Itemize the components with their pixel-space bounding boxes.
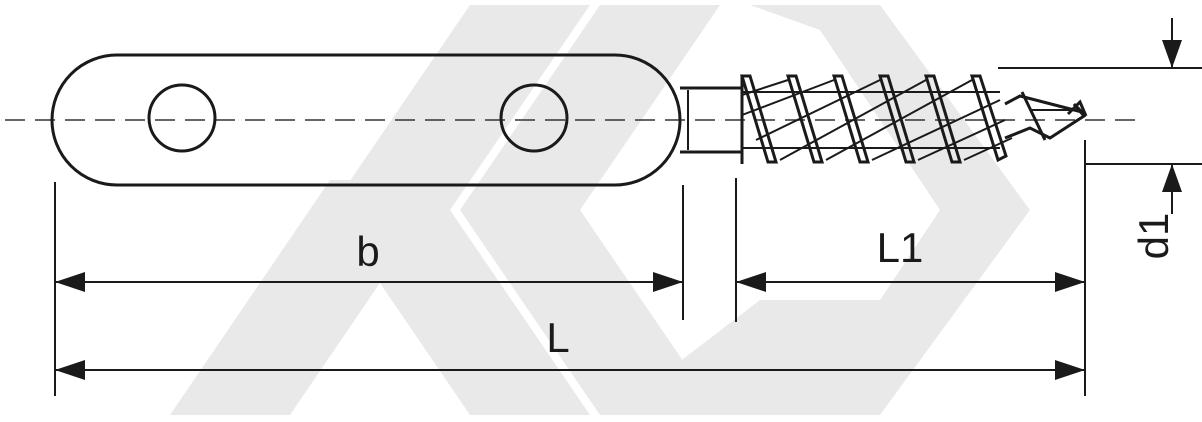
screw-tip bbox=[1004, 91, 1088, 141]
mounting-hole-left bbox=[147, 83, 217, 153]
label-d1: d1 bbox=[1130, 213, 1177, 260]
label-l1: L1 bbox=[877, 224, 924, 271]
watermark-stripe bbox=[170, 180, 450, 415]
plate-body bbox=[50, 53, 682, 187]
watermark-stripe bbox=[610, 5, 1030, 415]
dimension-l: L bbox=[55, 314, 1085, 380]
watermark-stripe bbox=[460, 5, 720, 415]
dimension-l1: L1 bbox=[736, 224, 1085, 292]
dimension-b: b bbox=[55, 228, 683, 292]
label-b: b bbox=[356, 228, 379, 275]
screw-thread bbox=[739, 74, 1013, 164]
dimension-d1: d1 bbox=[1130, 18, 1182, 259]
mounting-hole-right bbox=[499, 83, 569, 153]
screw-shank bbox=[679, 86, 742, 154]
label-l: L bbox=[546, 314, 569, 361]
extension-lines bbox=[54, 67, 1202, 396]
watermark-chevrons bbox=[170, 5, 1030, 415]
